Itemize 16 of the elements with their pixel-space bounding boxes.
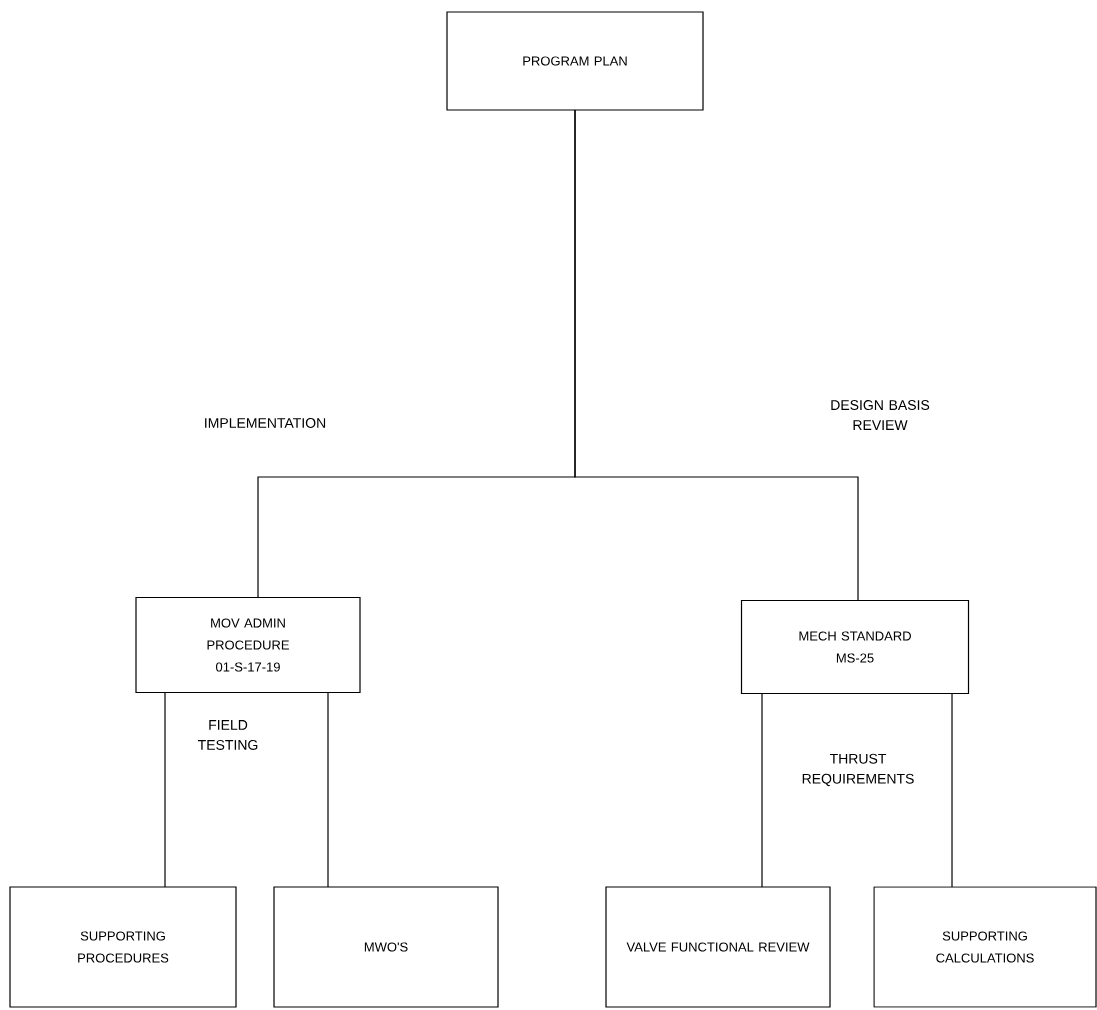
- process-box: MWO'S: [273, 886, 499, 1008]
- group-label: IMPLEMENTATION: [205, 418, 326, 428]
- connector-line: [951, 692, 953, 888]
- connector-line: [164, 691, 166, 888]
- process-box: SUPPORTING PROCEDURES: [9, 886, 237, 1008]
- process-box: MOV ADMIN PROCEDURE 01-S-17-19: [135, 596, 361, 694]
- connector-line: [327, 691, 329, 888]
- process-box: VALVE FUNCTIONAL REVIEW: [605, 886, 831, 1008]
- group-label: FIELD TESTING: [198, 720, 258, 750]
- process-box: SUPPORTING CALCULATIONS: [873, 886, 1097, 1008]
- process-box: PROGRAM PLAN: [446, 11, 704, 111]
- process-box: MECH STANDARD MS-25: [740, 599, 970, 695]
- group-label: DESIGN BASIS REVIEW: [831, 400, 930, 430]
- group-label: THRUST REQUIREMENTS: [802, 753, 914, 787]
- connector-line: [574, 109, 859, 602]
- connector-line: [761, 692, 763, 888]
